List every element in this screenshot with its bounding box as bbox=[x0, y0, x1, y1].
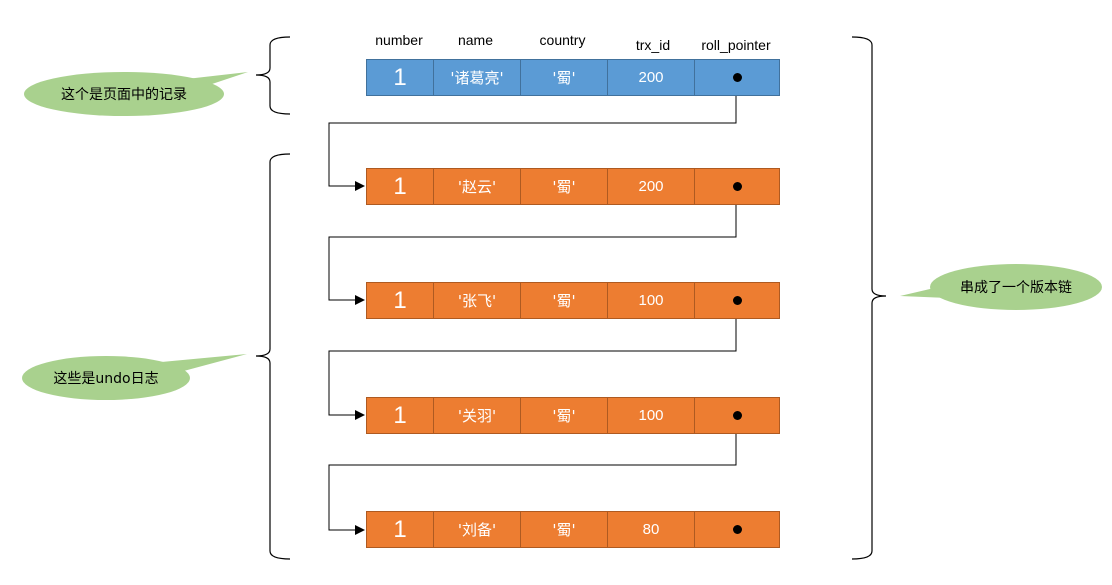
name-cell: '关羽' bbox=[433, 398, 520, 433]
undo-log-row: 1 '关羽' '蜀' 100 bbox=[366, 397, 780, 434]
roll-pointer-cell bbox=[694, 512, 779, 547]
name-cell: '刘备' bbox=[433, 512, 520, 547]
roll-pointer-link-1 bbox=[328, 78, 737, 191]
pointer-dot bbox=[732, 182, 742, 191]
roll-pointer-cell bbox=[694, 283, 779, 318]
number-cell: 1 bbox=[393, 286, 407, 314]
pointer-dot bbox=[732, 296, 742, 305]
header-name: name bbox=[457, 32, 494, 48]
version-chain-brace bbox=[851, 36, 887, 560]
trx-id-cell: 100 bbox=[607, 283, 694, 318]
page-record-row: 1 '诸葛亮' '蜀' 200 bbox=[366, 59, 780, 96]
roll-pointer-cell bbox=[694, 60, 779, 95]
trx-id-cell: 100 bbox=[607, 398, 694, 433]
header-roll-pointer: roll_pointer bbox=[701, 37, 771, 53]
roll-pointer-link-3 bbox=[328, 301, 737, 420]
number-cell: 1 bbox=[393, 172, 407, 200]
country-cell: '蜀' bbox=[520, 169, 607, 204]
roll-pointer-link-2 bbox=[328, 187, 737, 305]
header-number: number bbox=[375, 32, 423, 48]
pointer-dot bbox=[732, 411, 742, 420]
header-country: country bbox=[539, 32, 586, 48]
trx-id-cell: 80 bbox=[607, 512, 694, 547]
undo-log-row: 1 '刘备' '蜀' 80 bbox=[366, 511, 780, 548]
pointer-dot bbox=[732, 73, 742, 82]
name-cell: '张飞' bbox=[433, 283, 520, 318]
roll-pointer-link-4 bbox=[328, 415, 737, 535]
number-cell: 1 bbox=[393, 63, 407, 91]
trx-id-cell: 200 bbox=[607, 60, 694, 95]
callout-undo-logs: 这些是undo日志 bbox=[22, 356, 190, 400]
trx-id-cell: 200 bbox=[607, 169, 694, 204]
page-record-brace bbox=[255, 36, 291, 115]
undo-logs-brace bbox=[255, 153, 291, 560]
roll-pointer-cell bbox=[694, 398, 779, 433]
country-cell: '蜀' bbox=[520, 512, 607, 547]
country-cell: '蜀' bbox=[520, 398, 607, 433]
callout-version-chain: 串成了一个版本链 bbox=[930, 264, 1102, 310]
number-cell: 1 bbox=[393, 515, 407, 543]
header-trx-id: trx_id bbox=[635, 37, 671, 53]
number-cell: 1 bbox=[393, 401, 407, 429]
callout-page-record: 这个是页面中的记录 bbox=[24, 72, 224, 116]
pointer-dot bbox=[732, 525, 742, 534]
country-cell: '蜀' bbox=[520, 60, 607, 95]
undo-log-row: 1 '张飞' '蜀' 100 bbox=[366, 282, 780, 319]
country-cell: '蜀' bbox=[520, 283, 607, 318]
roll-pointer-cell bbox=[694, 169, 779, 204]
undo-log-row: 1 '赵云' '蜀' 200 bbox=[366, 168, 780, 205]
name-cell: '赵云' bbox=[433, 169, 520, 204]
name-cell: '诸葛亮' bbox=[433, 60, 520, 95]
